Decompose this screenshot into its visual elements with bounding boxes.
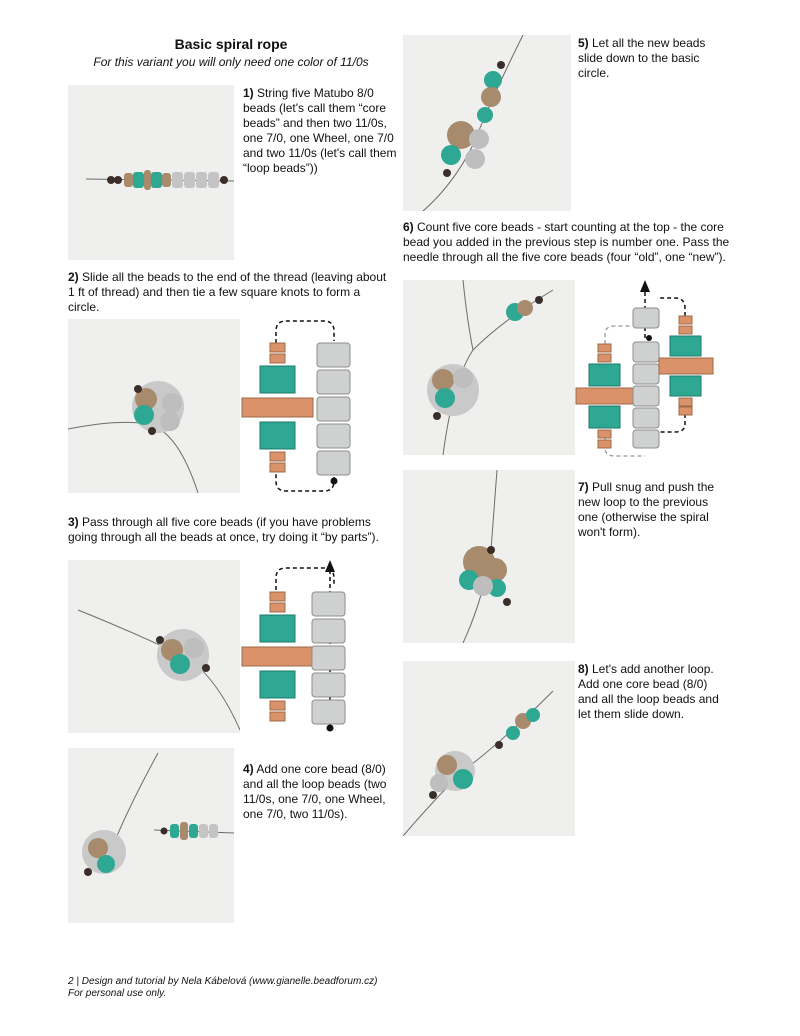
step1-body: String five Matubo 8/0 beads (let's call… (243, 86, 397, 175)
step5-text: 5) Let all the new beads slide down to t… (578, 36, 728, 81)
step2-diagram (240, 319, 370, 495)
page-subtitle: For this variant you will only need one … (93, 55, 369, 69)
step2-number: 2) (68, 270, 79, 284)
step7-photo (403, 470, 575, 643)
step1-photo (68, 85, 234, 260)
step3-photo (68, 560, 240, 733)
step5-body: Let all the new beads slide down to the … (578, 36, 706, 80)
step7-text: 7) Pull snug and push the new loop to th… (578, 480, 728, 540)
step8-photo (403, 661, 575, 836)
step6-number: 6) (403, 220, 414, 234)
step3-number: 3) (68, 515, 79, 529)
step6-diagram (575, 276, 715, 460)
step1-text: 1) String five Matubo 8/0 beads (let's c… (243, 86, 403, 176)
step4-text: 4) Add one core bead (8/0) and all the l… (243, 762, 403, 822)
step2-body: Slide all the beads to the end of the th… (68, 270, 387, 314)
step5-photo (403, 35, 571, 211)
step3-body: Pass through all five core beads (if you… (68, 515, 379, 544)
step8-text: 8) Let's add another loop. Add one core … (578, 662, 728, 722)
footer: 2 | Design and tutorial by Nela Kábelová… (68, 976, 377, 1000)
footer-license: For personal use only. (68, 988, 167, 999)
step6-photo (403, 280, 575, 455)
footer-credit: 2 | Design and tutorial by Nela Kábelová… (68, 976, 378, 987)
step6-text: 6) Count five core beads - start countin… (403, 220, 733, 265)
step7-body: Pull snug and push the new loop to the p… (578, 480, 715, 539)
step4-body: Add one core bead (8/0) and all the loop… (243, 762, 387, 821)
step8-number: 8) (578, 662, 589, 676)
step2-text: 2) Slide all the beads to the end of the… (68, 270, 393, 315)
page-title: Basic spiral rope (174, 36, 288, 52)
step6-body: Count five core beads - start counting a… (403, 220, 730, 264)
step8-body: Let's add another loop. Add one core bea… (578, 662, 719, 721)
step2-photo (68, 319, 240, 493)
step4-number: 4) (243, 762, 254, 776)
step1-number: 1) (243, 86, 254, 100)
step3-diagram (240, 556, 370, 736)
step5-number: 5) (578, 36, 589, 50)
step3-text: 3) Pass through all five core beads (if … (68, 515, 398, 545)
step7-number: 7) (578, 480, 589, 494)
step4-photo (68, 748, 234, 923)
